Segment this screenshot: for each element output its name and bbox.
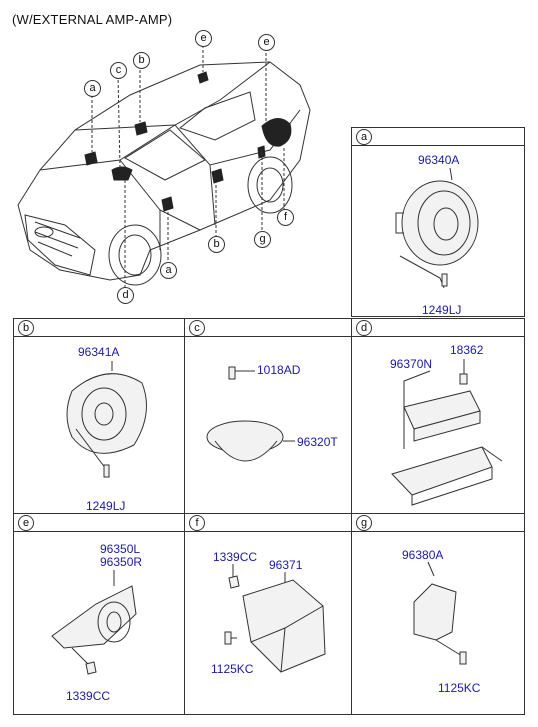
- panel-c-letter: c: [189, 320, 205, 336]
- bracket-96380A-drawing: [413, 561, 467, 665]
- part-96340A: 96340A: [418, 153, 460, 167]
- part-1339CC-f: 1339CC: [213, 550, 258, 564]
- callout-a-top: a: [84, 80, 101, 97]
- speaker-96350-drawing: [51, 570, 137, 675]
- panel-g-letter: g: [356, 515, 372, 531]
- part-96380A: 96380A: [402, 548, 444, 562]
- panel-c: c 1018AD 96320T: [184, 318, 352, 514]
- callout-e-right: e: [258, 34, 275, 51]
- panel-b-letter: b: [18, 320, 34, 336]
- panel-f: f 1339CC 96371 1125KC: [184, 513, 352, 715]
- amplifier-96370N-drawing: [391, 359, 503, 506]
- diagram-title: (W/EXTERNAL AMP-AMP): [12, 12, 173, 27]
- speaker-96341A-drawing: [66, 361, 147, 478]
- speaker-96340A-drawing: [395, 167, 479, 289]
- subwoofer-96371-drawing: [224, 564, 326, 673]
- part-96371: 96371: [269, 558, 303, 572]
- panel-a-letter: a: [356, 129, 372, 145]
- panel-g: g 96380A 1125KC: [351, 513, 525, 715]
- callout-f: f: [277, 209, 294, 226]
- part-96320T: 96320T: [297, 435, 338, 449]
- tweeter-96320T-drawing: [206, 366, 295, 462]
- callout-e-top: e: [195, 30, 212, 47]
- panel-d-letter: d: [356, 320, 372, 336]
- part-96350L: 96350L: [100, 542, 141, 556]
- part-96341A: 96341A: [78, 345, 120, 359]
- panel-f-letter: f: [189, 515, 205, 531]
- callout-b-top: b: [133, 52, 150, 69]
- part-1018AD: 1018AD: [257, 363, 301, 377]
- callout-d: d: [117, 287, 134, 304]
- panel-a: a 96340A 1249LJ: [351, 127, 525, 317]
- panel-d: d 96370N 18362: [351, 318, 525, 514]
- part-1249LJ-b: 1249LJ: [86, 499, 126, 513]
- part-1125KC-f: 1125KC: [211, 662, 254, 676]
- part-1339CC-e: 1339CC: [66, 689, 111, 703]
- panel-e-letter: e: [18, 515, 34, 531]
- callout-b-low: b: [208, 236, 225, 253]
- part-96350R: 96350R: [100, 555, 143, 569]
- callout-g: g: [254, 231, 271, 248]
- part-96370N: 96370N: [390, 357, 433, 371]
- part-18362: 18362: [450, 343, 484, 357]
- callout-a-low: a: [160, 262, 177, 279]
- panel-e: e 96350L 96350R 1339CC: [13, 513, 185, 715]
- callout-c: c: [110, 62, 127, 79]
- part-1125KC-g: 1125KC: [438, 681, 481, 695]
- panel-b: b 96341A 1249LJ: [13, 318, 185, 514]
- part-1249LJ-a: 1249LJ: [422, 303, 462, 317]
